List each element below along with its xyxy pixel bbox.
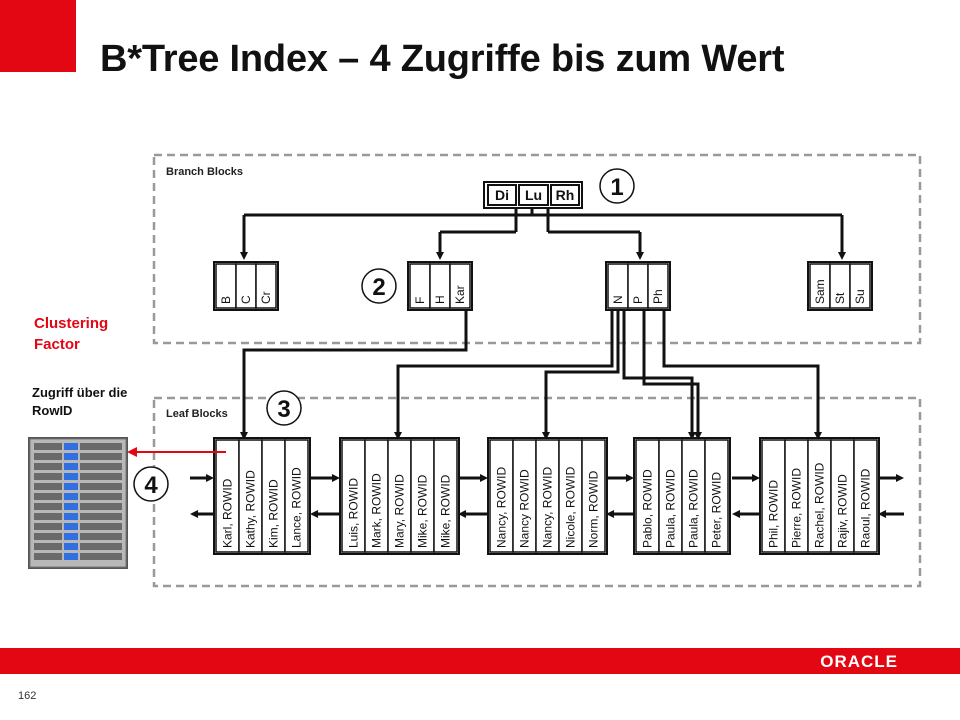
leaf-block-2: Luis, ROWID Mark, ROWID Mary, ROWID Mike, R… — [339, 437, 460, 555]
root-key-rh: Rh — [556, 187, 575, 203]
leaf-block-1: Karl, ROWID Kathy, ROWID Kim, ROWID Lance, … — [213, 437, 311, 555]
table-storage-icon — [28, 437, 128, 569]
leaf-entry: Mark, ROWID — [370, 473, 384, 548]
branch-key: St — [833, 292, 847, 304]
step-1: 1 — [599, 168, 635, 204]
root-connectors — [240, 208, 846, 260]
branch-key: F — [413, 297, 427, 304]
svg-text:1: 1 — [610, 174, 623, 201]
branch-key: C — [239, 295, 253, 304]
branch-key: H — [433, 295, 447, 304]
branch-blocks-region — [152, 153, 922, 345]
root-key-di: Di — [495, 187, 509, 203]
brand-red-square — [0, 0, 76, 72]
leaf-entry: Rajiv, ROWID — [836, 474, 850, 548]
leaf-entry: Karl, ROWID — [221, 478, 235, 548]
root-block: Di Lu Rh — [483, 181, 583, 209]
oracle-logo: ORACLE — [820, 652, 898, 671]
leaf-entry: Mike, ROWID — [439, 474, 453, 548]
step-3: 3 — [266, 390, 302, 426]
leaf-entry: Nicole, ROWID — [564, 466, 578, 548]
slide-title: B*Tree Index – 4 Zugriffe bis zum Wert — [100, 38, 785, 80]
leaf-entry: Mary, ROWID — [393, 474, 407, 548]
leaf-entry: Pierre, ROWID — [790, 468, 804, 548]
page-number: 162 — [18, 690, 37, 702]
step-4: 4 — [133, 466, 169, 502]
leaf-blocks-label: Leaf Blocks — [166, 408, 228, 420]
leaf-block-3: Nancy, ROWID Nancy ROWID Nancy, ROWID Nicol… — [487, 437, 608, 555]
leaf-entry: Peter, ROWID — [710, 472, 724, 548]
leaf-entry: Lance, ROWID — [290, 467, 304, 548]
leaf-entry: Raoul, ROWID — [859, 468, 873, 548]
leaf-entry: Phil, ROWID — [767, 480, 781, 548]
step-2: 2 — [361, 268, 397, 304]
branch-blocks-label: Branch Blocks — [166, 166, 243, 178]
leaf-entry: Nancy, ROWID — [541, 467, 555, 548]
root-key-lu: Lu — [525, 187, 542, 203]
leaf-entry: Nancy, ROWID — [495, 467, 509, 548]
branch-key: P — [631, 296, 645, 304]
branch-key: B — [219, 296, 233, 304]
svg-text:2: 2 — [372, 274, 385, 301]
clustering-factor-label: Clustering Factor — [34, 315, 109, 353]
branch-key: Su — [853, 289, 867, 304]
leaf-entry: Pablo, ROWID — [641, 469, 655, 548]
leaf-entry: Paula, ROWID — [687, 469, 701, 548]
leaf-entry: Mike, ROWID — [416, 474, 430, 548]
footer-bar — [0, 648, 960, 674]
leaf-block-4: Pablo, ROWID Paula, ROWID Paula, ROWID Pete… — [633, 437, 731, 555]
leaf-entry: Paula, ROWID — [664, 469, 678, 548]
svg-text:4: 4 — [144, 472, 158, 499]
leaf-block-5: Phil, ROWID Pierre, ROWID Rachel, ROWID Raj… — [759, 437, 880, 555]
branch-key: Sam — [813, 279, 827, 304]
leaf-entry: Norm, ROWID — [587, 470, 601, 548]
leaf-entry: Luis, ROWID — [347, 478, 361, 548]
svg-text:3: 3 — [277, 396, 290, 423]
leaf-sibling-arrows — [190, 474, 904, 518]
leaf-entry: Nancy ROWID — [518, 469, 532, 548]
rowid-access-label: Zugriff über die RowID — [32, 385, 128, 418]
branch-leaf-connectors — [240, 310, 822, 440]
leaf-entry: Rachel, ROWID — [813, 462, 827, 548]
branch-key: N — [611, 295, 625, 304]
leaf-entry: Kim, ROWID — [267, 479, 281, 548]
branch-key: Cr — [259, 291, 273, 304]
branch-key: Kar — [453, 285, 467, 304]
branch-key: Ph — [651, 289, 665, 304]
leaf-blocks: Karl, ROWID Kathy, ROWID Kim, ROWID Lance, … — [213, 437, 880, 555]
leaf-entry: Kathy, ROWID — [244, 470, 258, 548]
